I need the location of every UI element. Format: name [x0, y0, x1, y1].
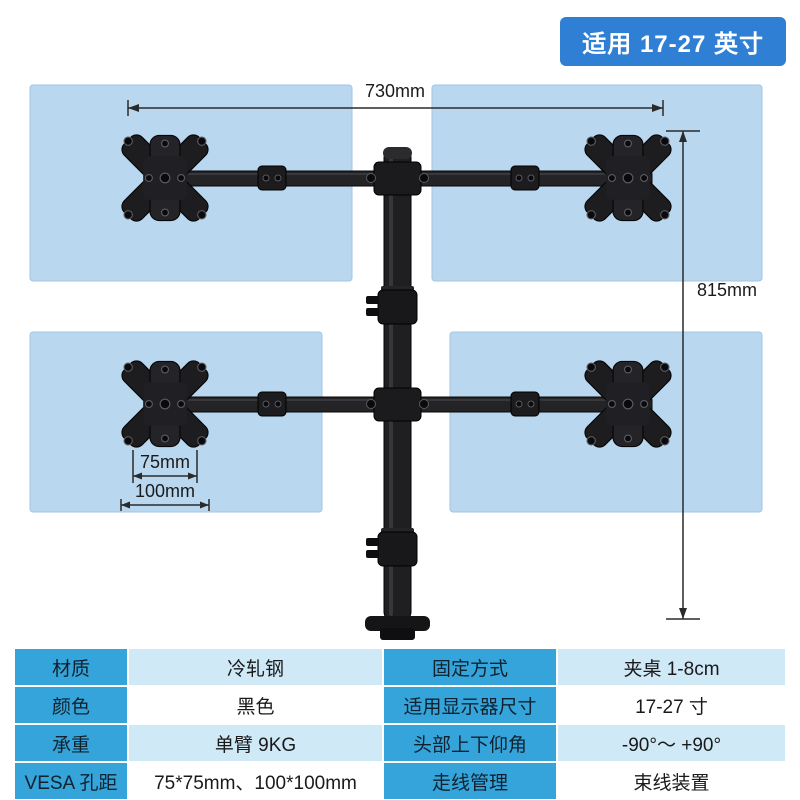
spec-label-color: 颜色 — [15, 687, 127, 723]
spec-value-material: 冷轧钢 — [129, 649, 382, 685]
lower-arm-hub — [366, 387, 429, 422]
spec-value-load: 单臂 9KG — [129, 725, 382, 761]
spec-value-screen-size: 17-27 寸 — [558, 687, 785, 723]
pole-base-flange — [365, 616, 430, 631]
dimension-width: 730mm — [127, 81, 664, 116]
spec-value-fix-method: 夹桌 1-8cm — [558, 649, 785, 685]
dimension-vesa-100: 100mm — [120, 481, 210, 511]
spec-row-load: 承重 单臂 9KG 头部上下仰角 -90°～ +90° — [15, 725, 785, 761]
dimension-height: 815mm — [666, 130, 757, 620]
spec-label-cable: 走线管理 — [384, 763, 556, 799]
pole-base-clamp — [380, 628, 415, 640]
mount-pole — [365, 147, 430, 640]
pole-collar-middle — [366, 286, 418, 325]
spec-label-tilt: 头部上下仰角 — [384, 725, 556, 761]
dimension-height-label: 815mm — [697, 280, 757, 300]
pole-top-cap — [383, 147, 412, 159]
spec-label-fix-method: 固定方式 — [384, 649, 556, 685]
spec-row-vesa: VESA 孔距 75*75mm、100*100mm 走线管理 束线装置 — [15, 763, 785, 799]
lower-arm — [147, 387, 653, 422]
spec-label-material: 材质 — [15, 649, 127, 685]
spec-table: 材质 冷轧钢 固定方式 夹桌 1-8cm 颜色 黑色 适用显示器尺寸 17-27… — [15, 649, 785, 800]
upper-arm-joint-right — [510, 165, 540, 191]
dimension-width-label: 730mm — [365, 81, 425, 101]
spec-row-material: 材质 冷轧钢 固定方式 夹桌 1-8cm — [15, 649, 785, 685]
upper-arm-joint-left — [257, 165, 287, 191]
spec-label-load: 承重 — [15, 725, 127, 761]
upper-arm-hub — [366, 161, 429, 196]
mount-illustration: 730mm 815mm — [29, 81, 763, 640]
spec-value-vesa: 75*75mm、100*100mm — [129, 763, 382, 799]
spec-label-vesa: VESA 孔距 — [15, 763, 127, 799]
dimension-vesa-100-label: 100mm — [135, 481, 195, 501]
pole-collar-lower — [366, 528, 418, 567]
spec-value-color: 黑色 — [129, 687, 382, 723]
dimension-vesa-75-label: 75mm — [140, 452, 190, 472]
lower-arm-joint-left — [257, 391, 287, 417]
spec-value-tilt: -90°～ +90° — [558, 725, 785, 761]
spec-value-cable: 束线装置 — [558, 763, 785, 799]
spec-label-screen-size: 适用显示器尺寸 — [384, 687, 556, 723]
spec-row-color: 颜色 黑色 适用显示器尺寸 17-27 寸 — [15, 687, 785, 723]
size-badge: 适用 17-27 英寸 — [560, 17, 786, 66]
dimension-vesa-75: 75mm — [132, 450, 198, 483]
lower-arm-joint-right — [510, 391, 540, 417]
upper-arm — [147, 161, 653, 196]
